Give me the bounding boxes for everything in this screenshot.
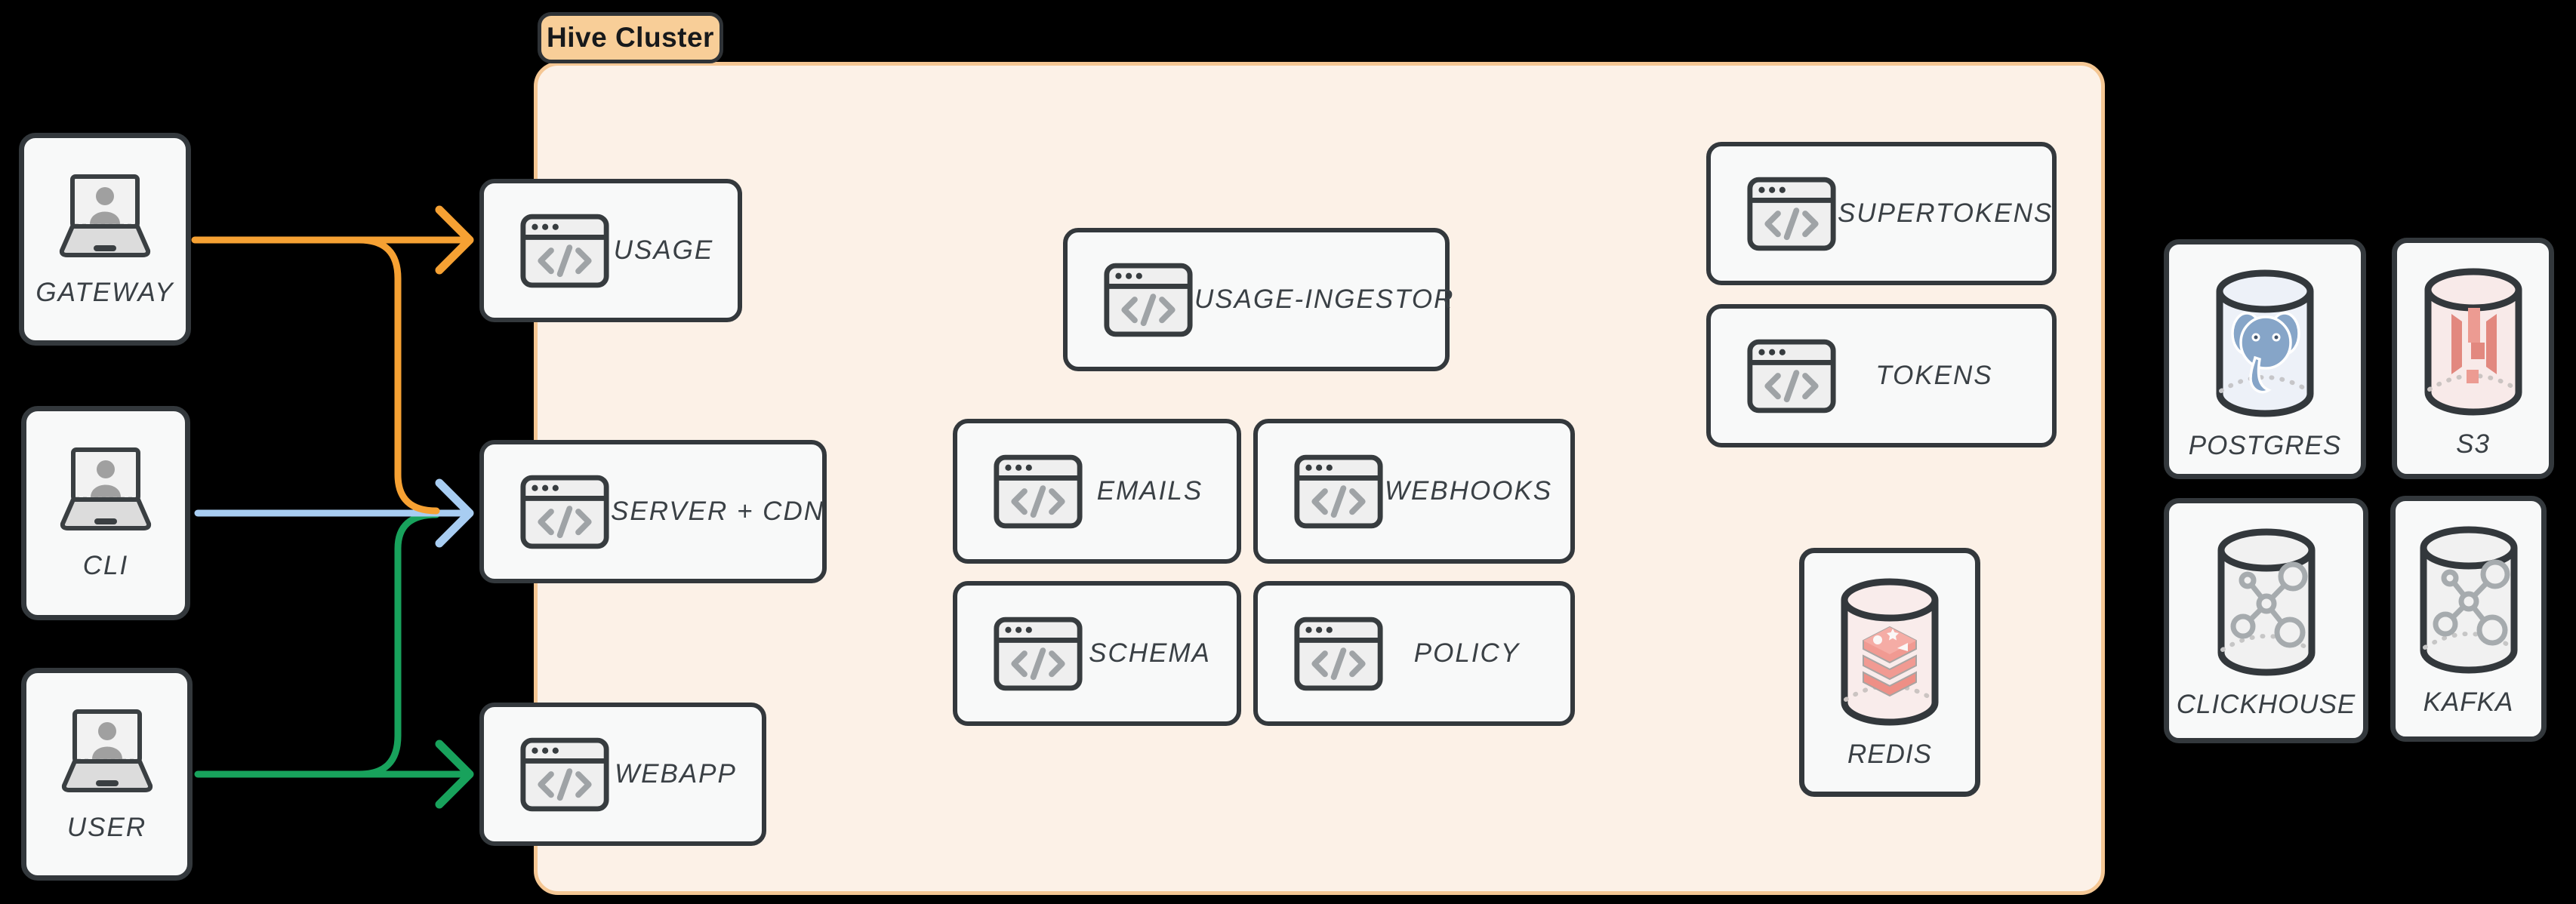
laptop-user-icon bbox=[48, 173, 162, 260]
datastore-postgres: POSTGRES bbox=[2164, 239, 2366, 479]
datastore-clickhouse-label: CLICKHOUSE bbox=[2176, 690, 2356, 719]
client-gateway-label: GATEWAY bbox=[35, 278, 174, 307]
code-window-icon bbox=[519, 473, 611, 551]
service-schema: SCHEMA bbox=[953, 581, 1241, 726]
arrow-cli-servercdn-head bbox=[435, 478, 474, 548]
clickhouse-database-icon bbox=[2206, 526, 2327, 681]
client-cli: CLI bbox=[21, 406, 190, 620]
service-server-cdn: SERVER + CDN bbox=[479, 440, 827, 583]
service-policy: POLICY bbox=[1253, 581, 1575, 726]
code-window-icon bbox=[992, 453, 1084, 530]
arrow-gateway-usage-head bbox=[435, 205, 474, 275]
code-window-icon bbox=[1293, 453, 1385, 530]
kafka-database-icon bbox=[2412, 524, 2525, 678]
client-user-label: USER bbox=[66, 813, 147, 842]
datastore-postgres-label: POSTGRES bbox=[2188, 431, 2342, 460]
service-tokens: TOKENS bbox=[1706, 304, 2057, 447]
datastore-s3: S3 bbox=[2392, 238, 2554, 479]
service-webapp: WEBAPP bbox=[479, 703, 766, 846]
code-window-icon bbox=[1746, 337, 1838, 415]
service-emails-label: EMAILS bbox=[1096, 476, 1203, 506]
service-schema-label: SCHEMA bbox=[1089, 638, 1211, 668]
service-webhooks: WEBHOOKS bbox=[1253, 419, 1575, 564]
client-gateway: GATEWAY bbox=[19, 133, 191, 346]
datastore-clickhouse: CLICKHOUSE bbox=[2164, 498, 2368, 743]
arrow-user-servercdn-branch bbox=[356, 511, 440, 778]
service-usage-ingestor-label: USAGE-INGESTOR bbox=[1194, 284, 1455, 314]
service-usage-label: USAGE bbox=[613, 235, 714, 265]
service-supertokens: SUPERTOKENS bbox=[1706, 142, 2057, 285]
service-policy-label: POLICY bbox=[1413, 638, 1521, 668]
code-window-icon bbox=[519, 212, 611, 290]
code-window-icon bbox=[1746, 175, 1838, 253]
laptop-user-icon bbox=[49, 446, 162, 533]
arrow-user-webapp-head bbox=[435, 739, 474, 809]
hive-cluster-label: Hive Cluster bbox=[538, 12, 723, 63]
code-window-icon bbox=[1102, 261, 1194, 339]
service-usage: USAGE bbox=[479, 179, 742, 322]
datastore-redis-label: REDIS bbox=[1847, 739, 1932, 769]
datastore-s3-label: S3 bbox=[2456, 429, 2490, 459]
datastore-redis: REDIS bbox=[1799, 548, 1980, 797]
client-user: USER bbox=[21, 668, 193, 881]
arrow-gateway-servercdn-branch bbox=[356, 236, 440, 515]
service-emails: EMAILS bbox=[953, 419, 1241, 564]
postgres-database-icon bbox=[2205, 267, 2325, 422]
datastore-kafka-label: KAFKA bbox=[2423, 687, 2514, 717]
code-window-icon bbox=[1293, 615, 1385, 693]
client-cli-label: CLI bbox=[82, 551, 129, 580]
code-window-icon bbox=[519, 736, 611, 813]
datastore-kafka: KAFKA bbox=[2390, 496, 2547, 742]
service-tokens-label: TOKENS bbox=[1875, 361, 1993, 390]
laptop-user-icon bbox=[51, 708, 164, 795]
s3-database-icon bbox=[2417, 266, 2530, 420]
redis-database-icon bbox=[1829, 576, 1950, 730]
code-window-icon bbox=[992, 615, 1084, 693]
service-supertokens-label: SUPERTOKENS bbox=[1838, 198, 2054, 228]
service-webapp-label: WEBAPP bbox=[615, 759, 737, 789]
service-server-cdn-label: SERVER + CDN bbox=[611, 497, 825, 526]
service-webhooks-label: WEBHOOKS bbox=[1385, 476, 1553, 506]
service-usage-ingestor: USAGE-INGESTOR bbox=[1063, 228, 1453, 371]
